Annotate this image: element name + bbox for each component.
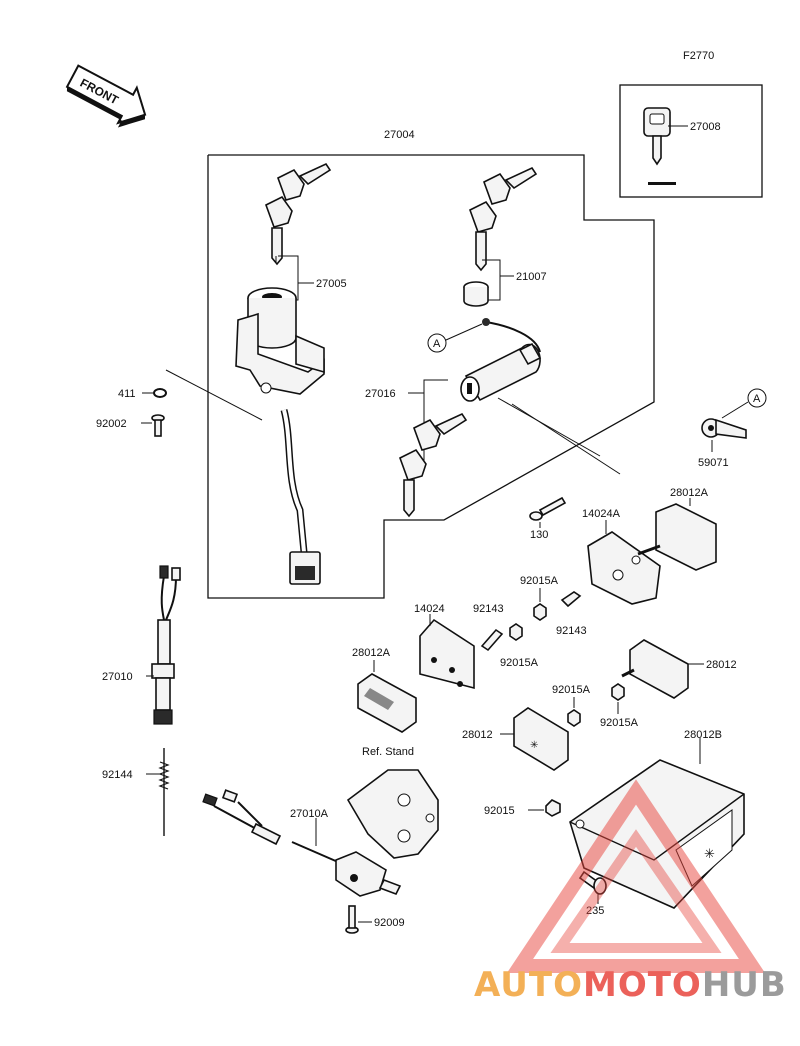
part-14024: 14024	[414, 603, 445, 615]
part-92144: 92144	[102, 769, 133, 781]
nut-92015A-2	[509, 623, 523, 641]
key-kit-frame	[619, 84, 763, 198]
watermark-part3: HUB	[702, 965, 787, 1005]
reflector-28012A-left	[357, 673, 417, 733]
part-27004: 27004	[384, 129, 415, 141]
part-130: 130	[530, 529, 548, 541]
part-411: 411	[118, 388, 136, 400]
callout-a-left-letter: A	[433, 338, 441, 350]
part-92015A-2: 92015A	[500, 657, 539, 669]
callout-a-right-letter: A	[753, 393, 761, 405]
bolt-130	[529, 496, 567, 521]
nut-92015	[545, 799, 561, 817]
part-14024A: 14024A	[582, 508, 621, 520]
washer-411	[153, 388, 167, 398]
part-92015A-1: 92015A	[520, 575, 559, 587]
svg-text:AUTOMOTOHUB: AUTOMOTOHUB	[474, 965, 787, 1005]
part-27010: 27010	[102, 671, 133, 683]
stand-bracket	[346, 769, 439, 859]
bracket-14024	[419, 618, 475, 690]
key-blank-icon	[643, 107, 676, 185]
part-27005: 27005	[316, 278, 347, 290]
lock-cylinder-21007	[463, 281, 489, 307]
svg-text:✳: ✳	[530, 740, 538, 751]
watermark-logo: AUTOMOTOHUB	[474, 779, 787, 1005]
part-92015: 92015	[484, 805, 515, 817]
reflector-28012-right	[621, 639, 689, 699]
nut-92015A-3	[567, 709, 581, 727]
screw-92002	[151, 414, 165, 437]
part-27010A: 27010A	[290, 808, 329, 820]
part-92143-1: 92143	[473, 603, 504, 615]
part-92002: 92002	[96, 418, 127, 430]
switch-27010A	[202, 789, 402, 897]
part-92015A-3: 92015A	[552, 684, 591, 696]
part-59071: 59071	[698, 457, 729, 469]
spring-92144	[158, 748, 170, 836]
set-27004-outline	[207, 154, 655, 599]
switch-27010	[151, 565, 181, 725]
watermark-part2: MOTO	[583, 965, 702, 1005]
bracket-14024A	[587, 531, 661, 605]
part-27008: 27008	[690, 121, 721, 133]
collar-92143-1	[480, 628, 504, 652]
part-28012B: 28012B	[684, 729, 722, 741]
diagram-code: F2770	[683, 50, 714, 62]
nut-92015A-4	[611, 683, 625, 701]
part-235: 235	[586, 905, 604, 917]
part-92015A-4: 92015A	[600, 717, 639, 729]
part-21007: 21007	[516, 271, 547, 283]
seat-lock-27016	[460, 318, 542, 402]
screw-92009	[345, 905, 359, 934]
ref-stand-label: Ref. Stand	[362, 746, 414, 758]
watermark-part1: AUTO	[474, 965, 583, 1005]
nut-92015A-1	[533, 603, 547, 621]
part-27016: 27016	[365, 388, 396, 400]
reflector-28012A-top	[637, 503, 717, 571]
callout-a-right	[747, 388, 767, 408]
part-92009: 92009	[374, 917, 405, 929]
callout-a-left	[427, 333, 447, 353]
ignition-switch	[235, 287, 325, 395]
part-28012-mid: 28012	[462, 729, 493, 741]
lever-59071	[701, 418, 747, 439]
front-arrow-icon: FRONT	[65, 64, 147, 128]
ignition-key-icon	[265, 162, 332, 266]
seat-lock-key-set-icon	[399, 412, 468, 518]
seat-lock-key-icon	[469, 166, 538, 272]
collar-92143-2	[560, 591, 582, 608]
part-28012A-top: 28012A	[670, 487, 709, 499]
part-92143-2: 92143	[556, 625, 587, 637]
reflector-28012-mid: ✳	[513, 707, 569, 771]
part-28012-right: 28012	[706, 659, 737, 671]
svg-text:✳: ✳	[704, 846, 715, 861]
part-28012A-left: 28012A	[352, 647, 391, 659]
